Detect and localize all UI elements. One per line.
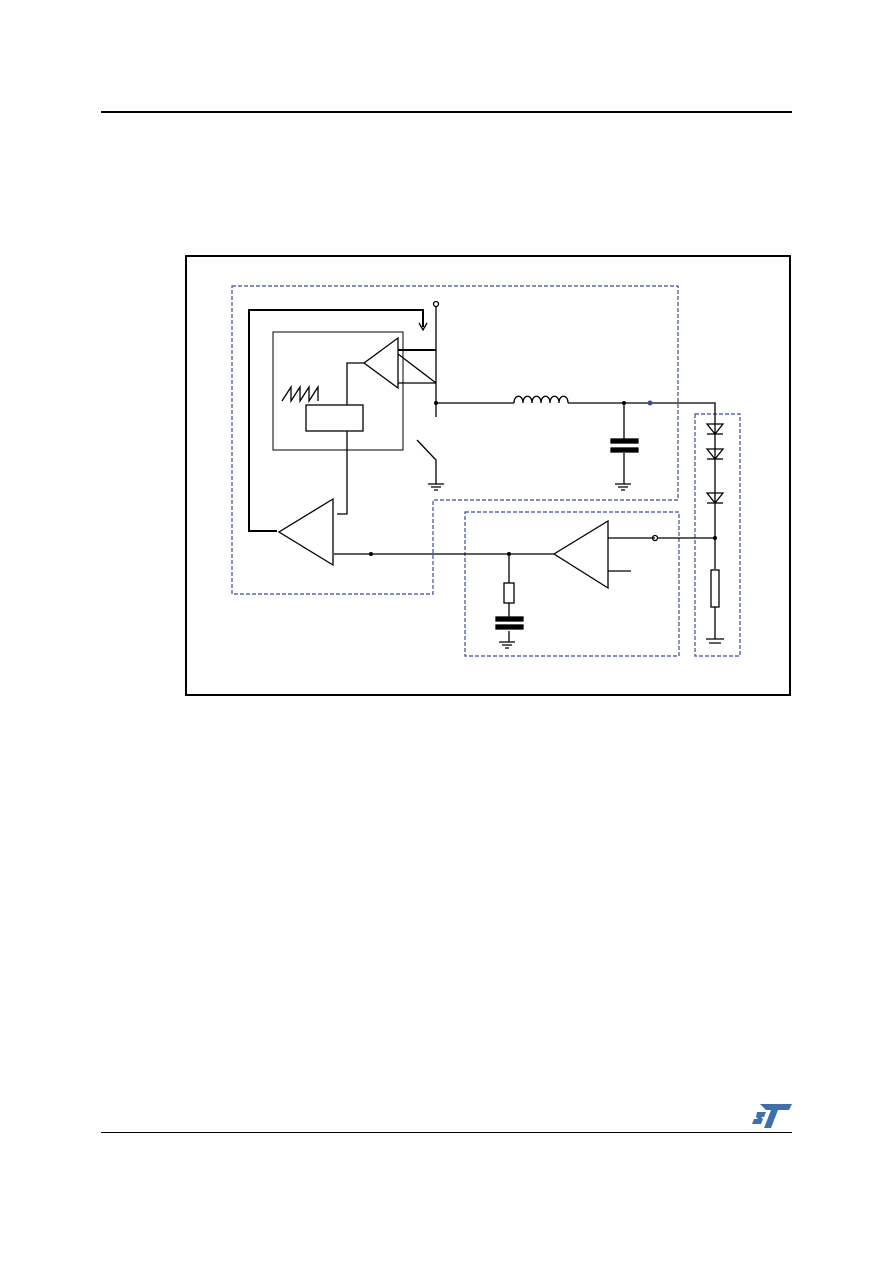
led-load-region [694,413,741,657]
compensation-capacitor-plate [495,624,524,630]
sense-amplifier [552,519,609,590]
feedback-wire [248,309,424,532]
output-capacitor-plate [610,447,639,453]
ground-low-side [428,483,444,491]
led-1 [705,423,725,436]
inductor-to-output [568,402,716,418]
junction-feedback [369,552,373,556]
junction-led [713,536,717,540]
ground-output-cap [615,483,631,491]
sawtooth-oscillator [305,404,364,432]
output-inductor [513,395,569,404]
compensation-resistor [503,582,515,604]
comparator-to-sawtooth [346,362,364,405]
led-3 [705,492,725,505]
supply-terminal [432,300,440,308]
st-logo [752,1104,792,1128]
sense-amp-region [464,511,680,657]
sense-resistor [710,569,720,608]
ground-led [706,638,724,644]
header-rule [101,111,792,113]
output-terminal [647,400,653,406]
high-side-gate-link [397,353,437,384]
compensation-capacitor [495,616,524,622]
feedback-arrow [418,322,428,332]
footer-rule [101,1132,792,1133]
low-side-switch [416,439,437,484]
oscillator-output [337,431,348,515]
junction-rc [507,552,511,556]
comparator [362,336,399,390]
circuit-schematic [231,285,741,657]
led-2 [705,448,725,461]
controller-region [231,285,679,595]
junction-output [622,401,626,405]
pwm-controller-block [272,331,404,451]
junction-switch [434,401,438,405]
error-amplifier [277,497,334,567]
ground-comp-cap [499,641,515,649]
sawtooth-waveform [281,384,319,404]
output-capacitor [610,438,639,444]
schematic-figure [185,255,791,696]
